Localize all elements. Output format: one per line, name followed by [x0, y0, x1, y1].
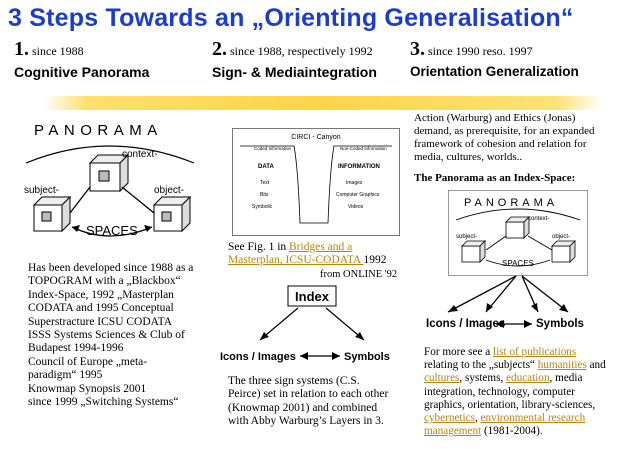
mini-spaces-label: SPACES [502, 259, 534, 268]
step-1-since: since 1988 [29, 44, 84, 58]
sign-line: The three sign systems (C.S. [228, 375, 360, 387]
fig-right-word: Images [346, 180, 363, 186]
icons-images-label: Icons / Images [220, 351, 296, 363]
sign-line: Peirce) set in relation to each other [228, 388, 389, 401]
management-link[interactable]: management [424, 425, 482, 438]
index-label: Index [295, 289, 330, 304]
history-line: CODATA and 1995 Conceptual [28, 302, 174, 315]
see-figure-text: See Fig. 1 in Bridges and a Masterplan, … [228, 241, 408, 281]
step-1-number: 1. [14, 38, 29, 60]
more-publications-text: For more see a list of publications rela… [424, 346, 622, 438]
fig-left-word: Text [260, 180, 270, 186]
see-from: from ONLINE '92 [320, 268, 398, 280]
and-text: and [586, 359, 606, 372]
see-prefix: See Fig. 1 in [228, 241, 290, 253]
index-triangle-diagram: Index Icons / Images Symbols [220, 285, 390, 363]
sign-line: with Abby Warburg’s Layers in 3. [228, 415, 384, 428]
step-2-since: since 1988, respectively 1992 [227, 44, 373, 58]
object-cube-icon [152, 195, 192, 233]
step-3-since: since 1990 reso. 1997 [425, 44, 533, 58]
history-text: Has been developed since 1988 as a TOPOG… [28, 262, 208, 409]
object-label: object- [154, 185, 184, 196]
fig-right-word: Computer Graphics [336, 192, 380, 198]
years-text: (1981-2004). [481, 425, 543, 438]
step-2-title: Sign- & Mediaintegration [212, 64, 377, 80]
more-prefix: For more see a [424, 346, 493, 358]
cybernetics-link[interactable]: cybernetics [424, 412, 475, 425]
mini-subject-cube-icon [461, 240, 486, 263]
history-line: Council of Europe „meta- [28, 355, 148, 368]
step-2-number: 2. [212, 38, 227, 60]
col3-icons-images-label: Icons / Images [426, 318, 506, 330]
systems-text: , systems, [459, 372, 507, 385]
history-line: Has been developed since 1988 as a [28, 262, 194, 274]
fig-right-head: Non-Coded Information [340, 146, 387, 151]
fan-arrows [447, 275, 569, 328]
step-1-header: 1. since 1988 [14, 38, 84, 61]
fig-right-word: Videos [348, 204, 364, 210]
subject-cube-icon [32, 195, 72, 233]
comma-text: , [474, 412, 481, 425]
context-label: context- [122, 149, 158, 160]
relating-text: relating to the „subjects“ [424, 359, 538, 372]
see-year: 1992 [363, 254, 387, 267]
intro-line: media, cultures, worlds.. [414, 151, 523, 163]
sign-systems-text: The three sign systems (C.S. Peirce) set… [228, 375, 410, 429]
mini-panorama-diagram: PANORAMA context- subject- object- SPACE… [448, 190, 588, 276]
mini-subject-label: subject- [456, 234, 477, 240]
spaces-label: SPACES [86, 223, 138, 238]
environmental-research-link[interactable]: environmental research [480, 412, 586, 425]
humanities-link[interactable]: humanities [537, 359, 587, 372]
history-line: paradigm“ 1995 [28, 369, 103, 382]
sign-line: (Knowmap 2001) and combined [228, 401, 378, 414]
history-line: TOPOGRAM with a „Blackbox“ [28, 275, 181, 288]
fig-left-word: Bits [260, 192, 269, 198]
graphics-line: graphics, orientation, library-sciences, [424, 398, 596, 411]
cultures-link[interactable]: cultures [424, 372, 460, 385]
masterplan-link[interactable]: Masterplan, ICSU-CODATA [228, 254, 364, 267]
step-3-number: 3. [410, 38, 425, 60]
bridges-link[interactable]: Bridges and a [289, 241, 353, 253]
integration-line: integration, technology, computer [424, 385, 575, 398]
panorama-diagram: PANORAMA context- subject- object- SPACE… [24, 122, 195, 238]
fig-right-word: INFORMATION [338, 164, 380, 170]
publications-link[interactable]: list of publications [492, 346, 577, 358]
symbols-label: Symbols [344, 351, 390, 363]
history-line: Budapest 1994-1996 [28, 342, 124, 355]
media-text: , media [549, 372, 583, 385]
panorama-word: PANORAMA [34, 122, 163, 139]
history-line: ISSS Systems Sciences & Club of [28, 329, 185, 342]
mini-context-cube-icon [505, 216, 530, 239]
history-line: since 1999 „Switching Systems“ [28, 396, 179, 409]
col3-symbols-label: Symbols [536, 318, 584, 330]
history-line: Index-Space, 1992 „Masterplan [28, 288, 174, 301]
index-space-heading: The Panorama as an Index-Space: [414, 172, 576, 184]
intro-line: demand, as prerequisite, for an expanded [414, 125, 595, 137]
intro-line: Action (Warburg) and Ethics (Jonas) [414, 112, 576, 124]
education-link[interactable]: education [506, 372, 550, 385]
circi-canyon-figure: CIRCI - Canyon Coded Information Non-Cod… [232, 128, 400, 236]
mini-panorama-word: PANORAMA [464, 197, 558, 209]
fig-left-word: DATA [258, 164, 274, 170]
fig-left-head: Coded Information [254, 146, 292, 151]
subject-label: subject- [24, 185, 59, 196]
history-line: Superstracture ICSU CODATA [28, 315, 173, 328]
context-cube-icon [88, 153, 130, 193]
mini-object-cube-icon [551, 240, 576, 263]
step-3-title: Orientation Generalization [410, 64, 579, 79]
fig-left-word: Symbolic [252, 204, 273, 210]
step-2-header: 2. since 1988, respectively 1992 [212, 38, 373, 61]
action-ethics-text: Action (Warburg) and Ethics (Jonas) dema… [414, 112, 620, 164]
fig-title: CIRCI - Canyon [291, 134, 341, 141]
page-title: 3 Steps Towards an „Orienting Generalisa… [8, 4, 574, 32]
step-3-header: 3. since 1990 reso. 1997 [410, 38, 533, 61]
mini-context-label: context- [528, 216, 549, 222]
step-1-title: Cognitive Panorama [14, 64, 150, 80]
history-line: Knowmap Synopsis 2001 [28, 382, 147, 395]
intro-line: framework of cohesion and relation for [414, 138, 587, 150]
yellow-highlight-stripe [41, 96, 603, 110]
mini-object-label: object- [552, 234, 570, 240]
